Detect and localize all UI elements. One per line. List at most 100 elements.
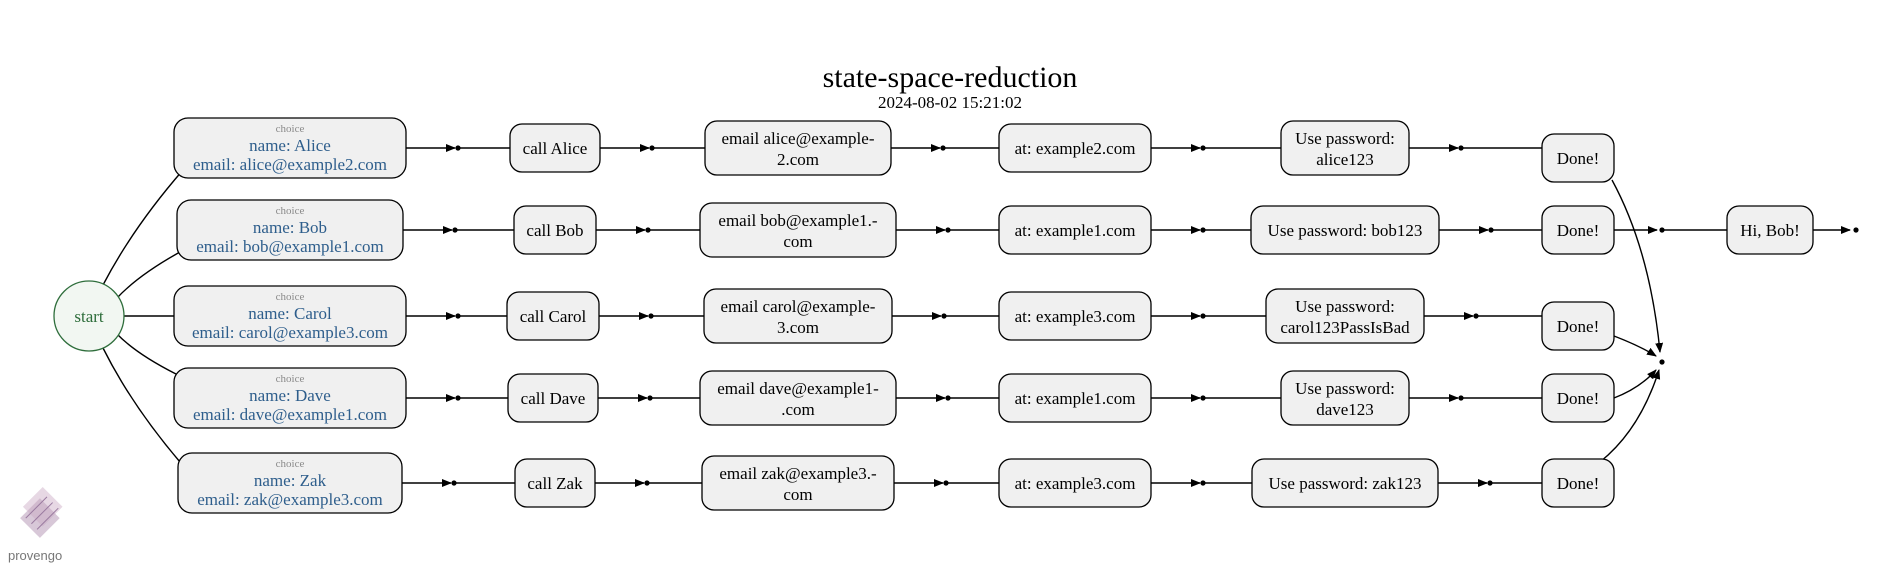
- at-node-3-label: at: example1.com: [1015, 389, 1136, 408]
- password-label: dave123: [1316, 400, 1374, 419]
- done-node-2-label: Done!: [1557, 317, 1599, 336]
- done-node-0: Done!: [1541, 133, 1615, 183]
- email-step-label: email bob@example1.-: [718, 211, 877, 230]
- choice-email: email: zak@example3.com: [197, 490, 383, 509]
- merge-joint: [1659, 359, 1665, 365]
- done-node-3-box: [1541, 373, 1615, 423]
- at-node-1: at: example1.com: [998, 205, 1152, 255]
- start-to-choice-edge-0: [102, 169, 184, 286]
- call-node-4-box: [514, 458, 596, 508]
- email-step-box: [703, 288, 893, 344]
- password-label: alice123: [1316, 150, 1374, 169]
- email-step-label: email dave@example1-: [717, 379, 879, 398]
- choice-tag: choice: [276, 123, 305, 135]
- choice-box: [173, 117, 407, 179]
- done-node-4-label: Done!: [1557, 474, 1599, 493]
- start-to-choice-edge-4: [102, 347, 181, 463]
- password-label: Use password:: [1295, 129, 1395, 148]
- email-step-label: 2.com: [777, 150, 819, 169]
- choice-tag: choice: [276, 205, 305, 217]
- at-node-4: at: example3.com: [998, 458, 1152, 508]
- logo-mark-icon: [20, 486, 63, 538]
- choice-box: [173, 285, 407, 347]
- done-node-3: Done!: [1541, 373, 1615, 423]
- start-label: start: [74, 307, 104, 326]
- choice-box: [173, 367, 407, 429]
- password-label: Use password:: [1295, 297, 1395, 316]
- choice-tag: choice: [276, 458, 305, 470]
- password-node-0: Use password: alice123: [1280, 120, 1410, 176]
- email-step-label: com: [783, 485, 812, 504]
- done-node-4-box: [1541, 458, 1615, 508]
- choice-name: name: Dave: [249, 386, 331, 405]
- diagram-title: state-space-reduction: [823, 61, 1078, 94]
- start-to-choice-edge-1: [116, 251, 181, 299]
- password-label: Use password:: [1295, 379, 1395, 398]
- done-node-3-label: Done!: [1557, 389, 1599, 408]
- done-node-4: Done!: [1541, 458, 1615, 508]
- done-node-1-label: Done!: [1557, 221, 1599, 240]
- password-node-3: Use password: dave123: [1280, 370, 1410, 426]
- password-node-2: Use password: carol123PassIsBad: [1265, 288, 1425, 344]
- choice-email: email: carol@example3.com: [192, 323, 388, 342]
- choice-box: [177, 452, 403, 514]
- choice-tag: choice: [276, 291, 305, 303]
- password-box: [1250, 205, 1440, 255]
- email-step-node-1: email bob@example1.-com: [699, 202, 897, 258]
- done-node-2: Done!: [1541, 301, 1615, 351]
- diagram-timestamp: 2024-08-02 15:21:02: [878, 93, 1022, 112]
- call-node-3-label: call Dave: [521, 389, 586, 408]
- greeting-end-joint: [1853, 227, 1859, 233]
- password-box: [1280, 370, 1410, 426]
- email-step-node-0: email alice@example-2.com: [704, 120, 892, 176]
- edges: [102, 144, 1859, 487]
- merge-edge-4: [1599, 369, 1661, 463]
- done-node-1-box: [1541, 205, 1615, 255]
- provengo-logo: provengo: [8, 486, 63, 563]
- call-node-1-label: call Bob: [526, 221, 583, 240]
- logo-text: provengo: [8, 548, 62, 563]
- done-node-1: Done!: [1541, 205, 1615, 255]
- email-step-box: [704, 120, 892, 176]
- done-node-2-box: [1541, 301, 1615, 351]
- at-node-2: at: example3.com: [998, 291, 1152, 341]
- done-node-0-label: Done!: [1557, 149, 1599, 168]
- at-node-2-box: [998, 291, 1152, 341]
- choice-email: email: alice@example2.com: [193, 155, 387, 174]
- password-node-4: Use password: zak123: [1251, 458, 1439, 508]
- email-step-label: email zak@example3.-: [719, 464, 877, 483]
- start-node: start: [53, 280, 125, 352]
- email-step-label: 3.com: [777, 318, 819, 337]
- at-node-0: at: example2.com: [998, 123, 1152, 173]
- choice-box: [176, 199, 404, 261]
- password-box: [1265, 288, 1425, 344]
- call-node-2: call Carol: [506, 291, 600, 341]
- call-node-1: call Bob: [513, 205, 597, 255]
- email-step-node-3: email dave@example1-.com: [699, 370, 897, 426]
- email-step-node-4: email zak@example3.- com: [701, 455, 895, 511]
- password-label: Use password: bob123: [1268, 221, 1423, 240]
- email-step-box: [699, 370, 897, 426]
- start-to-choice-edge-3: [116, 333, 177, 375]
- email-step-node-2: email carol@example-3.com: [703, 288, 893, 344]
- password-label: carol123PassIsBad: [1280, 318, 1410, 337]
- greeting-node: Hi, Bob!: [1726, 205, 1814, 255]
- at-node-4-box: [998, 458, 1152, 508]
- choice-name: name: Zak: [254, 471, 327, 490]
- call-node-0-label: call Alice: [523, 139, 588, 158]
- greeting-node-box: [1726, 205, 1814, 255]
- call-node-1-box: [513, 205, 597, 255]
- call-node-4-label: call Zak: [527, 474, 583, 493]
- at-node-0-box: [998, 123, 1152, 173]
- choice-email: email: bob@example1.com: [196, 237, 384, 256]
- call-node-2-box: [506, 291, 600, 341]
- call-node-3: call Dave: [507, 373, 599, 423]
- password-node-1: Use password: bob123: [1250, 205, 1440, 255]
